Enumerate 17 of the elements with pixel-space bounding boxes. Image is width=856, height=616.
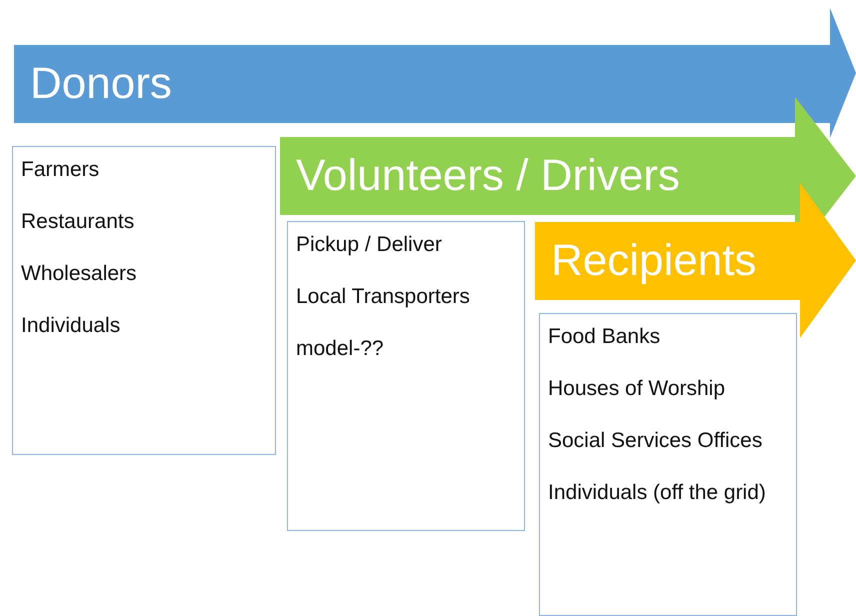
list-item: Wholesalers (21, 261, 138, 287)
list-panel (287, 221, 525, 531)
banner-title: Recipients (551, 235, 756, 287)
list-item: Individuals (off the grid) (548, 480, 767, 506)
list-item: Social Services Offices (548, 428, 764, 454)
list-item: Houses of Worship (548, 376, 726, 402)
list-item: Farmers (21, 157, 100, 183)
list-panel (539, 313, 797, 616)
list-item: Pickup / Deliver (296, 232, 443, 258)
banner-title: Donors (30, 58, 172, 110)
banner-title: Volunteers / Drivers (296, 150, 680, 202)
list-panel (12, 146, 276, 455)
list-item: Local Transporters (296, 284, 471, 310)
list-item: model-?? (296, 336, 385, 362)
list-item: Individuals (21, 313, 122, 339)
list-item: Food Banks (548, 324, 662, 350)
list-item: Restaurants (21, 209, 136, 235)
